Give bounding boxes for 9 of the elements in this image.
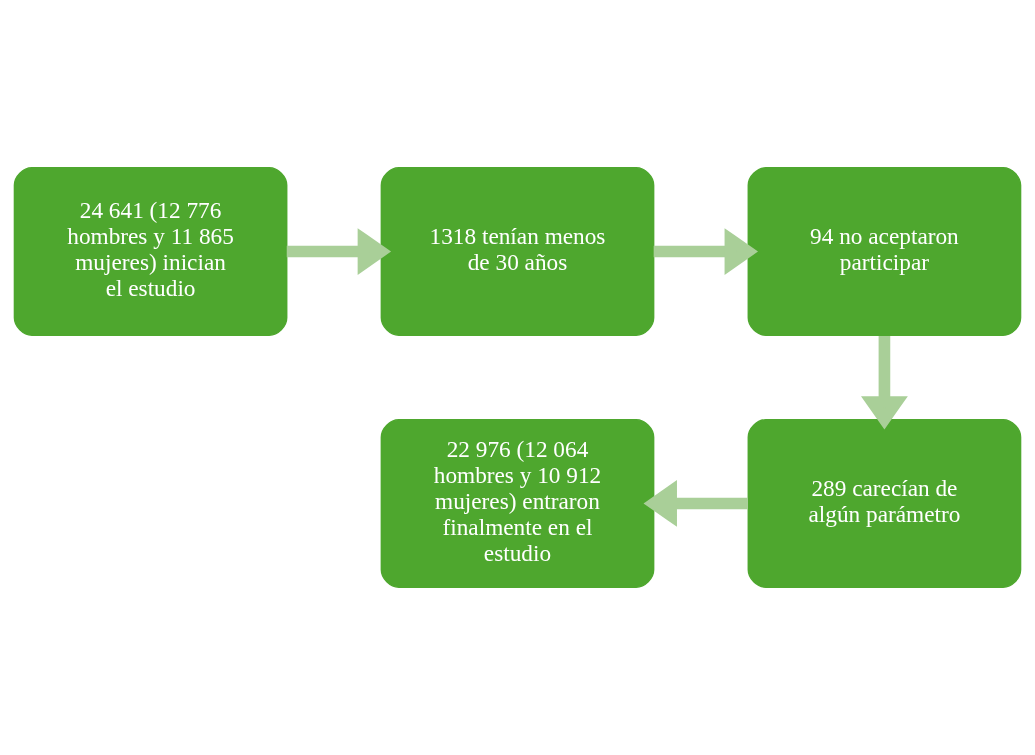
node-box: 24 641 (12 776 hombres y 11 865 mujeres) inician el estudio bbox=[13, 167, 288, 336]
arrow bbox=[286, 228, 392, 275]
node-box: 289 carecían de algún parámetro bbox=[747, 419, 1022, 588]
node-box: 22 976 (12 064 hombres y 10 912 mujeres) entraron finalmente en el estudio bbox=[380, 419, 655, 588]
node-box: 94 no aceptaron participar bbox=[747, 167, 1022, 336]
arrow bbox=[861, 335, 908, 430]
arrow bbox=[643, 480, 748, 527]
arrow bbox=[653, 228, 759, 275]
node-box: 1318 tenían menos de 30 años bbox=[380, 167, 655, 336]
